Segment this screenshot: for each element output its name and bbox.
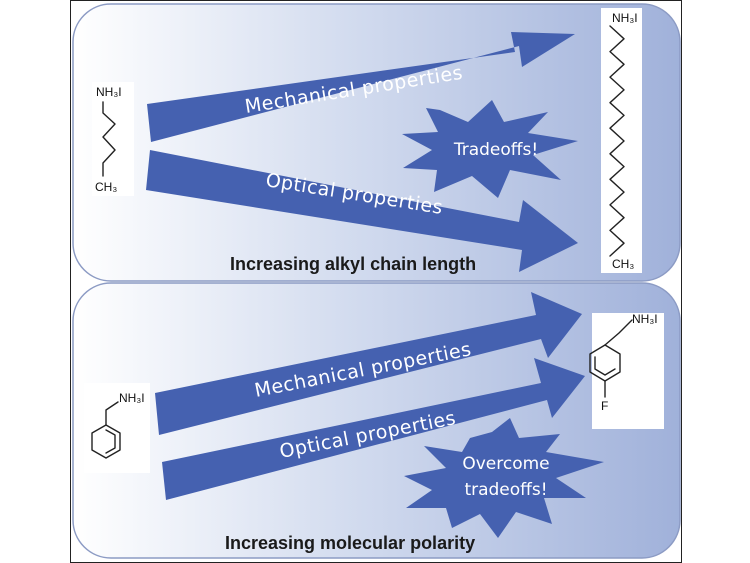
top-caption: Increasing alkyl chain length: [230, 254, 476, 274]
fluorobenzylammonium-nh3i-label: NH₃I: [632, 312, 658, 326]
benzylammonium-ring-inner: [105, 429, 116, 454]
top-panel-background: [72, 3, 681, 282]
bottom-panel: Mechanical properties Optical properties…: [72, 282, 681, 559]
benzylammonium-ch2: [105, 401, 119, 426]
butylammonium-chain: [102, 101, 116, 177]
long-alkylammonium-ch3-label: CH₃: [612, 257, 634, 271]
long-alkylammonium-chain: [609, 25, 625, 257]
top-tradeoffs-label: Tradeoffs!: [453, 140, 538, 160]
fluorobenzylammonium-f-label: F: [601, 399, 608, 413]
bottom-overcome-label-line1: Overcome: [462, 454, 549, 474]
top-arrow-mechanical: [147, 32, 575, 142]
fluorobenzylammonium-ch2: [604, 319, 633, 346]
benzylammonium-molecule: NH₃I: [84, 383, 150, 473]
butylammonium-nh3i-label: NH₃I: [96, 85, 122, 99]
top-panel: Mechanical properties Optical properties…: [72, 3, 681, 282]
long-alkylammonium-molecule: NH₃I CH₃: [601, 8, 642, 273]
fluorobenzylammonium-molecule: NH₃I F: [589, 312, 664, 429]
fluorobenzylammonium-ring-inner: [594, 356, 616, 376]
bottom-overcome-label-line2: tradeoffs!: [464, 480, 547, 500]
benzylammonium-ring: [91, 424, 121, 459]
bottom-overcome-burst: [404, 418, 604, 538]
butylammonium-ch3-label: CH₃: [95, 180, 117, 194]
butylammonium-box: [92, 82, 134, 196]
bottom-arrow-mechanical: [155, 292, 582, 435]
long-alkylammonium-box: [601, 8, 642, 273]
benzylammonium-nh3i-label: NH₃I: [119, 391, 145, 405]
bottom-caption: Increasing molecular polarity: [225, 533, 475, 553]
top-arrow-optical: [146, 150, 578, 272]
benzylammonium-box: [84, 383, 150, 473]
top-tradeoffs-burst: [402, 100, 578, 198]
bottom-arrow-optical: [162, 358, 585, 500]
fluorobenzylammonium-box: [592, 313, 664, 429]
butylammonium-molecule: NH₃I CH₃: [92, 82, 134, 196]
long-alkylammonium-nh3i-label: NH₃I: [612, 11, 638, 25]
